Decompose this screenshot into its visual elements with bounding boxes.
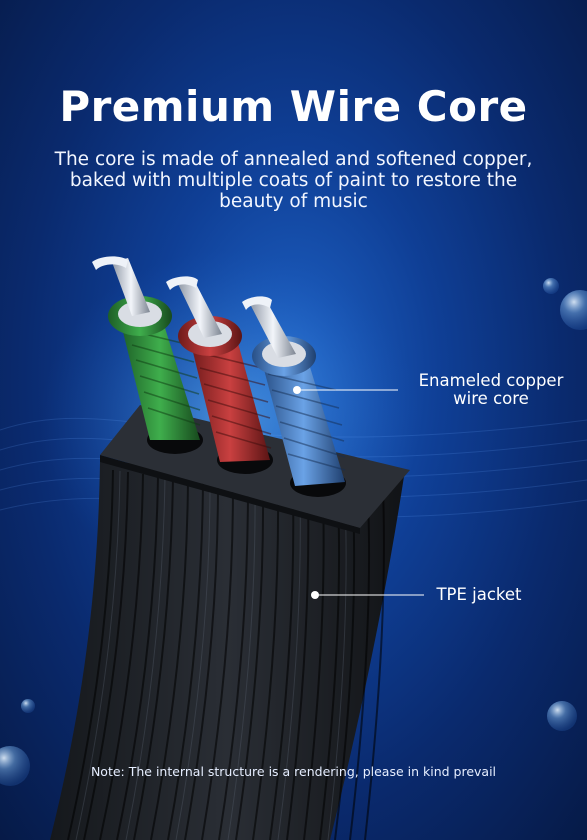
jacket-label: TPE jacket <box>436 585 522 604</box>
page-title: Premium Wire Core <box>59 82 528 131</box>
rendering-note: Note: The internal structure is a render… <box>90 764 497 779</box>
decorative-bubbles <box>0 278 587 786</box>
green-wire <box>92 256 201 440</box>
blue-wire <box>242 296 346 486</box>
core-callout-line <box>293 386 398 394</box>
jacket-callout-line <box>311 591 424 599</box>
page-subtitle: The core is made of annealed and softene… <box>54 149 533 212</box>
red-wire <box>166 276 272 462</box>
core-label: Enameled copper wire core <box>418 371 564 408</box>
